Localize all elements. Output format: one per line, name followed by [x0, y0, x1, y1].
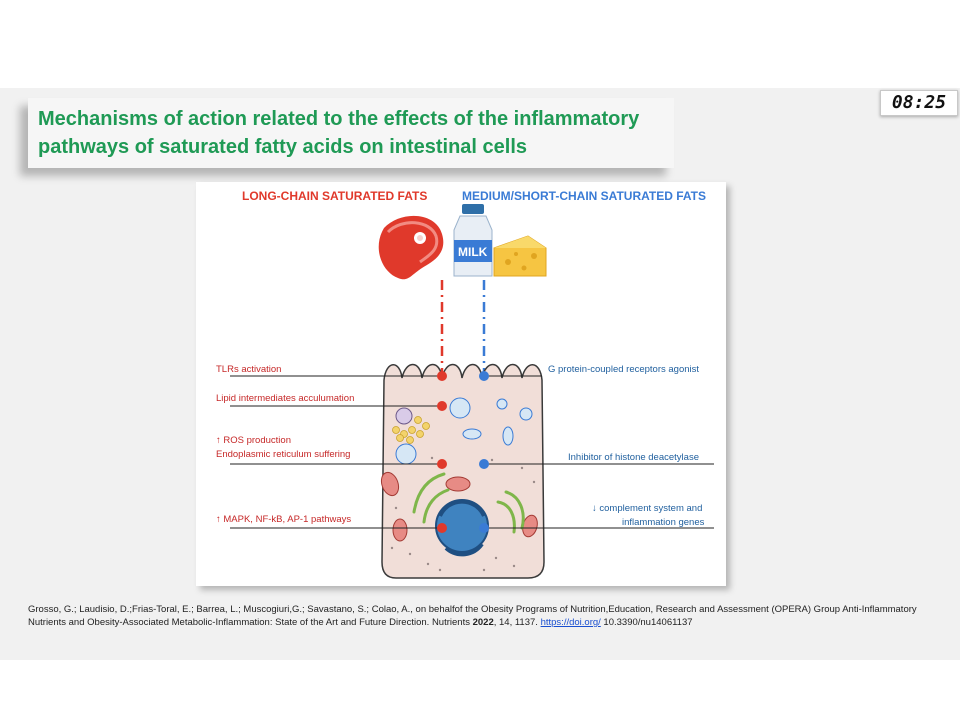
cell-diagram: LONG-CHAIN SATURATED FATS MEDIUM/SHORT-C…: [216, 189, 714, 579]
milk-bottle-icon: MILK: [453, 204, 493, 277]
label-hdac-inhibitor: Inhibitor of histone deacetylase: [568, 452, 699, 463]
label-ros-production: ↑ ROS production: [216, 435, 291, 446]
connector-lines: [230, 375, 714, 529]
cytoplasm-granules: [390, 456, 536, 572]
label-lipid-intermediates: Lipid intermediates acculumation: [216, 393, 354, 404]
citation-doi: 10.3390/nu14061137: [600, 617, 693, 628]
label-gpcr-agonist: G protein-coupled receptors agonist: [548, 364, 699, 375]
mechanism-figure: LONG-CHAIN SATURATED FATS MEDIUM/SHORT-C…: [196, 182, 726, 586]
title-box: [28, 98, 674, 168]
label-mapk-pathways: ↑ MAPK, NF-kB, AP-1 pathways: [216, 514, 351, 525]
slide-title: Mechanisms of action related to the effe…: [38, 108, 640, 158]
mitochondrion: [445, 476, 471, 492]
mitochondrion: [380, 471, 400, 497]
vesicle: [462, 428, 482, 440]
citation-text: Grosso, G.; Laudisio, D.;Frias-Toral, E.…: [28, 604, 917, 628]
citation: Grosso, G.; Laudisio, D.;Frias-Toral, E.…: [28, 603, 928, 629]
header-medium-short-chain: MEDIUM/SHORT-CHAIN SATURATED FATS: [462, 189, 706, 203]
lipid-cluster: [392, 416, 430, 444]
header-long-chain: LONG-CHAIN SATURATED FATS: [242, 189, 427, 203]
vesicle: [519, 407, 533, 421]
doi-link[interactable]: https://doi.org/: [540, 617, 601, 628]
label-er-suffering: Endoplasmic reticulum suffering: [216, 449, 350, 460]
long-chain-markers: [437, 371, 447, 533]
vesicle: [449, 397, 471, 419]
vesicle: [395, 443, 417, 465]
vesicle: [496, 398, 508, 410]
vesicle: [502, 426, 514, 446]
meat-icon: [378, 215, 444, 280]
mitochondrion: [392, 518, 408, 542]
nuclear-envelope: [438, 499, 486, 517]
clock-timer: 08:25: [880, 90, 958, 116]
label-tlrs-activation: TLRs activation: [216, 364, 281, 375]
cheese-icon: [493, 235, 547, 277]
medium-chain-markers: [479, 371, 489, 533]
milk-label: MILK: [458, 245, 488, 259]
label-inflammation-genes: inflammation genes: [622, 517, 705, 528]
citation-year: 2022: [472, 617, 494, 628]
lipid-droplet: [395, 407, 413, 425]
nuclear-envelope: [444, 542, 484, 557]
citation-volume: , 14, 1137.: [493, 617, 541, 628]
label-complement-system: ↓ complement system and: [592, 503, 702, 514]
